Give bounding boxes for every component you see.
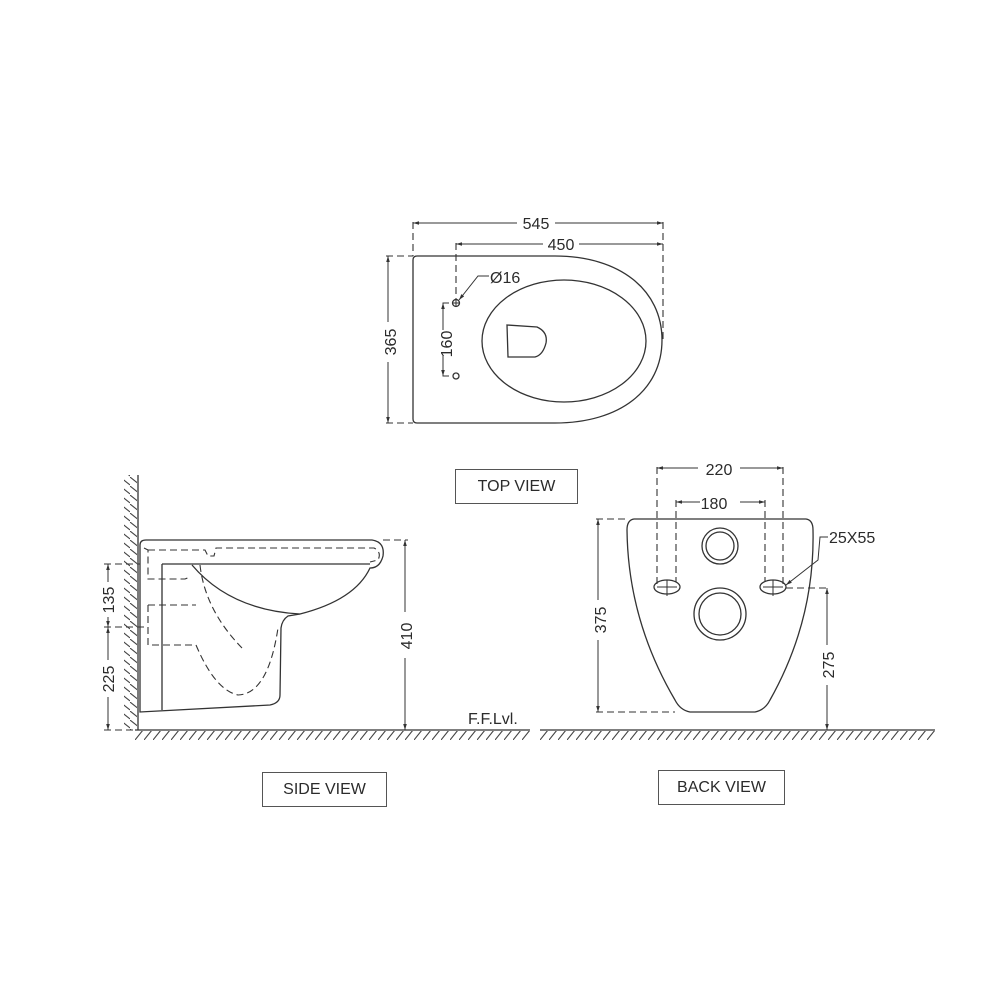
dim-slot-size: 25X55 xyxy=(829,530,875,547)
top-view-outlet xyxy=(506,324,547,358)
back-view-label: BACK VIEW xyxy=(658,770,785,805)
dim-450: 450 xyxy=(548,237,575,254)
floor-hatch-right xyxy=(540,731,935,740)
dim-135: 135 xyxy=(101,587,118,614)
top-view: 545 450 Ø16 160 365 xyxy=(383,216,664,424)
dim-275: 275 xyxy=(821,652,838,679)
dim-220: 220 xyxy=(706,462,733,479)
dim-225: 225 xyxy=(101,666,118,693)
top-view-outline xyxy=(412,255,663,424)
dim-365: 365 xyxy=(383,329,400,356)
wall-hatch xyxy=(124,475,137,730)
dim-bolt-hole: Ø16 xyxy=(490,270,520,287)
dim-375: 375 xyxy=(593,607,610,634)
back-view: 220 180 25X55 375 275 xyxy=(540,462,935,740)
top-view-label: TOP VIEW xyxy=(455,469,578,504)
dim-410: 410 xyxy=(399,623,416,650)
dim-160: 160 xyxy=(439,331,456,358)
dim-545: 545 xyxy=(523,216,550,233)
floor-hatch-left xyxy=(135,731,530,740)
back-view-outline xyxy=(626,518,814,713)
top-view-bowl xyxy=(481,279,647,403)
bolt-hole-2-icon xyxy=(452,372,460,380)
floor-level-label: F.F.Lvl. xyxy=(468,711,518,728)
side-view: 135 225 410 F.F.Lvl. xyxy=(101,475,530,740)
side-view-outline xyxy=(139,539,384,713)
dim-180: 180 xyxy=(701,496,728,513)
side-view-label: SIDE VIEW xyxy=(262,772,387,807)
